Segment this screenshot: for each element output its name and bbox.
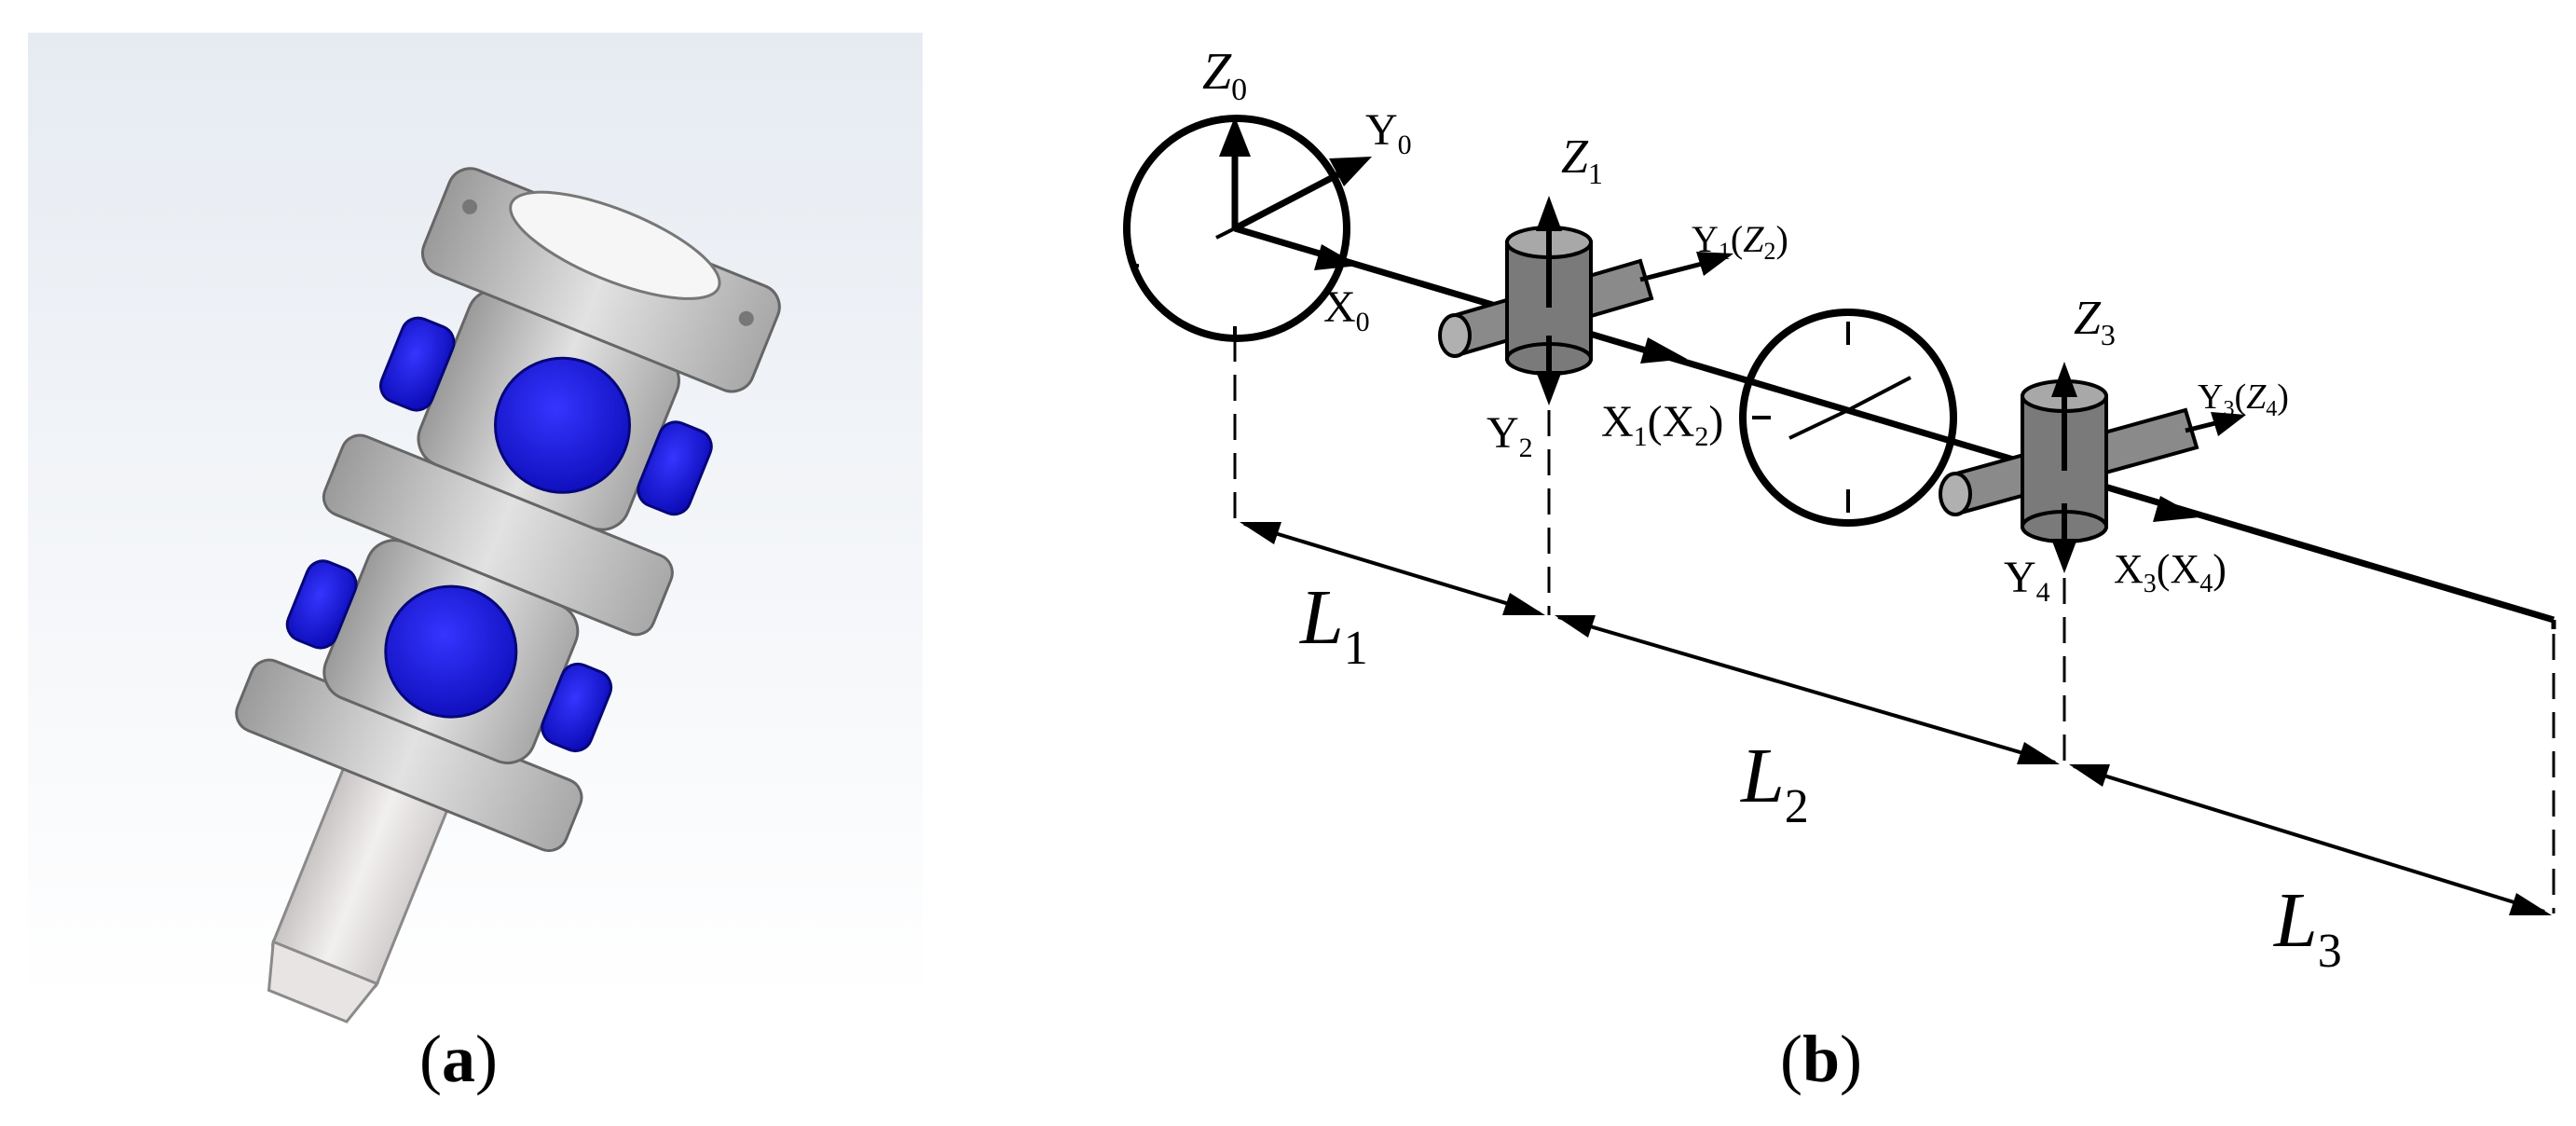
flange-bolt-hole xyxy=(462,199,478,214)
z3-arrowhead xyxy=(2051,362,2077,397)
dimension-l2-arrow-start xyxy=(1555,615,1596,638)
joint-1-horizontal-cap xyxy=(1438,313,1472,358)
dimension-l3 xyxy=(2073,764,2545,913)
dimension-l2 xyxy=(1557,615,2056,764)
lower-cross-pin-left xyxy=(285,559,358,650)
label-z3: Z3 xyxy=(2074,292,2116,351)
flange-bolt-hole xyxy=(738,310,754,326)
base-joint-circle xyxy=(1123,115,1350,342)
y4-arrowhead xyxy=(2051,539,2077,573)
y3-arrowhead xyxy=(2211,412,2246,436)
middle-inner-line xyxy=(1788,408,1849,440)
upper-cross-pin-front xyxy=(493,356,631,494)
label-x0: X0 xyxy=(1323,282,1370,337)
y1-axis xyxy=(1639,260,1706,282)
lower-cross-pin-front xyxy=(384,584,518,719)
y0-axis xyxy=(1233,169,1344,232)
label-l3: L3 xyxy=(2273,877,2342,978)
y1-arrowhead xyxy=(1696,252,1733,276)
z0-arrowhead xyxy=(1219,117,1251,157)
x0-arrowhead xyxy=(1314,244,1359,270)
joint-assembly xyxy=(235,167,781,1023)
label-y0: Y0 xyxy=(1365,105,1412,160)
dimension-l3-arrow-end xyxy=(2509,893,2552,915)
label-y2: Y2 xyxy=(1487,408,1533,463)
dimension-l1-arrow-end xyxy=(1502,593,1545,615)
label-l1: L1 xyxy=(1299,574,1368,675)
label-x3-x4: X3(X4) xyxy=(2114,546,2227,598)
label-y3-z4: Y3(Z4) xyxy=(2198,378,2289,421)
dimension-l3-arrow-start xyxy=(2069,764,2110,787)
dimension-l1-arrow-start xyxy=(1240,522,1281,544)
caption-panel-a: (a) xyxy=(419,1022,498,1096)
middle-joint-circle xyxy=(1739,309,1957,527)
caption-panel-b: (b) xyxy=(1780,1022,1863,1096)
label-y4: Y4 xyxy=(2004,553,2050,608)
upper-cross-pin-left xyxy=(378,316,456,412)
y0-arrowhead xyxy=(1329,157,1372,186)
x1-arrowhead xyxy=(1640,337,1687,364)
axis-labels: Z0 Y0 X0 Z1 Y1(Z2) Y2 X1(X2) Z3 Y3(Z4) Y… xyxy=(1202,43,2342,978)
label-z0: Z0 xyxy=(1202,43,1247,107)
upper-cross-pin-right xyxy=(637,420,713,516)
kinematic-schematic xyxy=(1123,115,2556,915)
label-y1-z2: Y1(Z2) xyxy=(1692,218,1788,265)
base-inner-line xyxy=(1215,227,1236,240)
y2-arrowhead xyxy=(1536,371,1562,405)
label-z1: Z1 xyxy=(1561,130,1603,190)
label-l2: L2 xyxy=(1740,733,1809,833)
z1-arrowhead xyxy=(1536,196,1562,231)
top-flange-bore xyxy=(509,190,721,300)
link-line xyxy=(1234,225,2555,624)
x3-arrowhead xyxy=(2153,496,2199,522)
dimension-l1 xyxy=(1243,522,1541,615)
joint-3-horizontal-cap xyxy=(1939,472,1972,516)
lower-cross-pin-right xyxy=(541,662,613,753)
shaft-tip xyxy=(267,940,380,1023)
label-x1-x2: X1(X2) xyxy=(1601,397,1723,452)
dimension-l2-arrow-end xyxy=(2017,742,2060,764)
middle-inner-line xyxy=(1847,376,1911,412)
